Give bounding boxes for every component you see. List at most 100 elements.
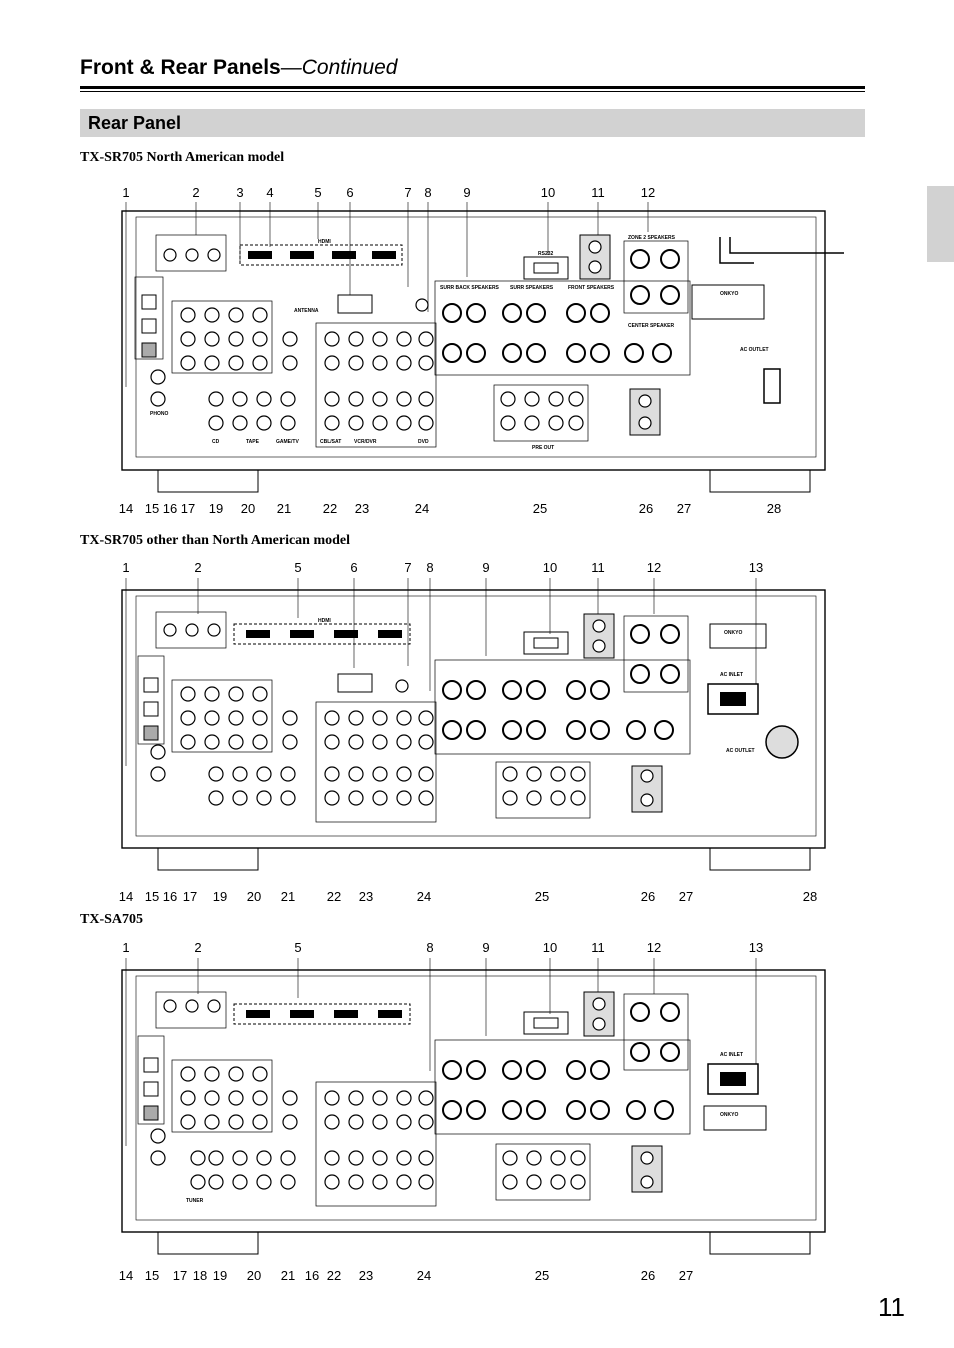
callout: 2	[194, 940, 201, 955]
svg-text:SURR SPEAKERS: SURR SPEAKERS	[510, 285, 554, 291]
callout: 19	[209, 501, 223, 516]
callout: 16	[163, 889, 177, 901]
rear-panel-na: 1 2 3 4 5 6 7 8 9 10 11 12 HDMI	[80, 177, 860, 522]
callout: 19	[213, 889, 227, 901]
callout: 11	[591, 940, 605, 955]
callout: 15	[145, 501, 159, 516]
callout: 8	[424, 185, 431, 200]
callout: 8	[426, 940, 433, 955]
callout: 23	[359, 1268, 373, 1281]
callout: 5	[294, 560, 301, 575]
callout: 17	[181, 501, 195, 516]
rear-panel-other: 1 2 5 6 7 8 9 10 11 12 13 HDMI	[80, 556, 860, 901]
callout: 27	[679, 1268, 693, 1281]
svg-text:TUNER: TUNER	[186, 1198, 204, 1204]
callout: 6	[346, 185, 353, 200]
callout: 26	[639, 501, 653, 516]
svg-text:HDMI: HDMI	[318, 618, 331, 624]
callout: 28	[767, 501, 781, 516]
callout: 11	[591, 185, 605, 200]
callout: 15	[145, 1268, 159, 1281]
svg-text:AC OUTLET: AC OUTLET	[726, 748, 755, 754]
svg-text:FRONT SPEAKERS: FRONT SPEAKERS	[568, 285, 615, 291]
callout: 25	[535, 1268, 549, 1281]
callout: 22	[327, 1268, 341, 1281]
callout: 9	[463, 185, 470, 200]
callout: 18	[193, 1268, 207, 1281]
callout: 11	[591, 560, 605, 575]
callout: 4	[266, 185, 273, 200]
callout: 21	[281, 1268, 295, 1281]
callout: 19	[213, 1268, 227, 1281]
callout: 2	[194, 560, 201, 575]
svg-text:ONKYO: ONKYO	[720, 291, 738, 297]
callout: 10	[541, 185, 555, 200]
callout: 5	[294, 940, 301, 955]
callout: 16	[163, 501, 177, 516]
callout: 6	[350, 560, 357, 575]
callout: 1	[122, 560, 129, 575]
callout: 2	[192, 185, 199, 200]
callout: 10	[543, 560, 557, 575]
callout: 27	[679, 889, 693, 901]
callout: 14	[119, 889, 133, 901]
svg-text:AC INLET: AC INLET	[720, 672, 743, 678]
svg-text:ZONE 2 SPEAKERS: ZONE 2 SPEAKERS	[628, 235, 676, 241]
callout: 25	[533, 501, 547, 516]
callout: 5	[314, 185, 321, 200]
svg-text:ANTENNA: ANTENNA	[294, 308, 319, 314]
svg-text:CBL/SAT: CBL/SAT	[320, 439, 341, 445]
callout: 3	[236, 185, 243, 200]
callout: 20	[247, 1268, 261, 1281]
callout: 12	[641, 185, 655, 200]
section-heading: Rear Panel	[80, 109, 865, 137]
svg-text:ONKYO: ONKYO	[720, 1112, 738, 1118]
svg-text:ONKYO: ONKYO	[724, 630, 742, 636]
callout: 27	[677, 501, 691, 516]
model-label-sa: TX-SA705	[80, 912, 144, 927]
callout: 9	[482, 940, 489, 955]
header-rule	[80, 86, 865, 89]
svg-text:TAPE: TAPE	[246, 439, 260, 445]
svg-text:CENTER SPEAKER: CENTER SPEAKER	[628, 323, 675, 329]
callout: 22	[327, 889, 341, 901]
callout: 7	[404, 185, 411, 200]
callout: 17	[183, 889, 197, 901]
callout: 23	[359, 889, 373, 901]
callout: 20	[241, 501, 255, 516]
callout: 21	[281, 889, 295, 901]
rear-panel-sa: 1 2 5 8 9 10 11 12 13 TUNER	[80, 936, 860, 1281]
callout: 24	[417, 1268, 431, 1281]
callout: 8	[426, 560, 433, 575]
callout: 12	[647, 940, 661, 955]
callout: 17	[173, 1268, 187, 1281]
callout: 14	[119, 501, 133, 516]
callout: 10	[543, 940, 557, 955]
callout: 15	[145, 889, 159, 901]
svg-text:SURR BACK SPEAKERS: SURR BACK SPEAKERS	[440, 285, 500, 291]
svg-text:GAME/TV: GAME/TV	[276, 439, 299, 445]
callout: 28	[803, 889, 817, 901]
header-rule-thin	[80, 91, 865, 92]
callout: 7	[404, 560, 411, 575]
callout: 24	[415, 501, 429, 516]
callout: 22	[323, 501, 337, 516]
page-number: 11	[878, 1292, 905, 1322]
callout: 9	[482, 560, 489, 575]
model-label-na: TX-SR705 North American model	[80, 150, 285, 165]
callout: 13	[749, 940, 763, 955]
svg-text:HDMI: HDMI	[318, 239, 331, 245]
callout: 24	[417, 889, 431, 901]
callout: 21	[277, 501, 291, 516]
svg-text:PRE OUT: PRE OUT	[532, 445, 554, 451]
svg-text:CD: CD	[212, 439, 220, 445]
callout: 12	[647, 560, 661, 575]
model-label-other: TX-SR705 other than North American model	[80, 533, 351, 548]
callout: 23	[355, 501, 369, 516]
callout: 20	[247, 889, 261, 901]
callout: 26	[641, 889, 655, 901]
page-header-title: Front & Rear Panels—Continued	[80, 56, 398, 79]
chapter-tab	[927, 186, 954, 262]
callout: 16	[305, 1268, 319, 1281]
svg-text:AC INLET: AC INLET	[720, 1052, 743, 1058]
